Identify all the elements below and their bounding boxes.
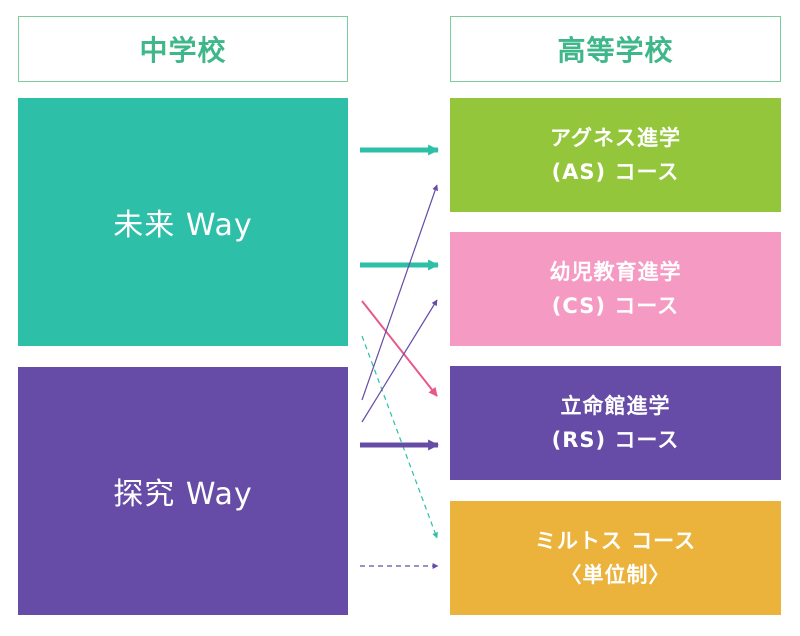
junior-high-header: 中学校 [18,16,348,82]
mirai-way-box: 未来 Way [18,98,348,346]
tankyu-way-box: 探究 Way [18,367,348,615]
course-miltos-box: ミルトス コース 〈単位制〉 [450,501,781,615]
course-rs-box: 立命館進学 (RS) コース [450,366,781,480]
course-miltos-type: 〈単位制〉 [560,563,671,587]
course-as-box: アグネス進学 (AS) コース [450,98,781,212]
course-rs-code: (RS) コース [551,428,680,452]
arrow-tankyu-to-as [361,184,439,401]
junior-high-title: 中学校 [139,34,227,67]
mirai-way-label: 未来 Way [113,208,253,243]
course-cs-name: 幼児教育進学 [549,260,682,284]
arrow-tankyu-to-cs [361,299,438,423]
course-miltos-name: ミルトス コース [534,529,697,553]
high-school-title: 高等学校 [557,34,674,67]
course-cs-code: (CS) コース [551,294,680,318]
high-school-header: 高等学校 [450,16,781,82]
tankyu-way-label: 探究 Way [113,477,253,512]
course-rs-name: 立命館進学 [560,394,671,418]
arrow-mirai-to-rs [361,300,438,397]
course-cs-box: 幼児教育進学 (CS) コース [450,232,781,346]
course-as-name: アグネス進学 [550,126,681,150]
course-as-code: (AS) コース [551,160,680,184]
